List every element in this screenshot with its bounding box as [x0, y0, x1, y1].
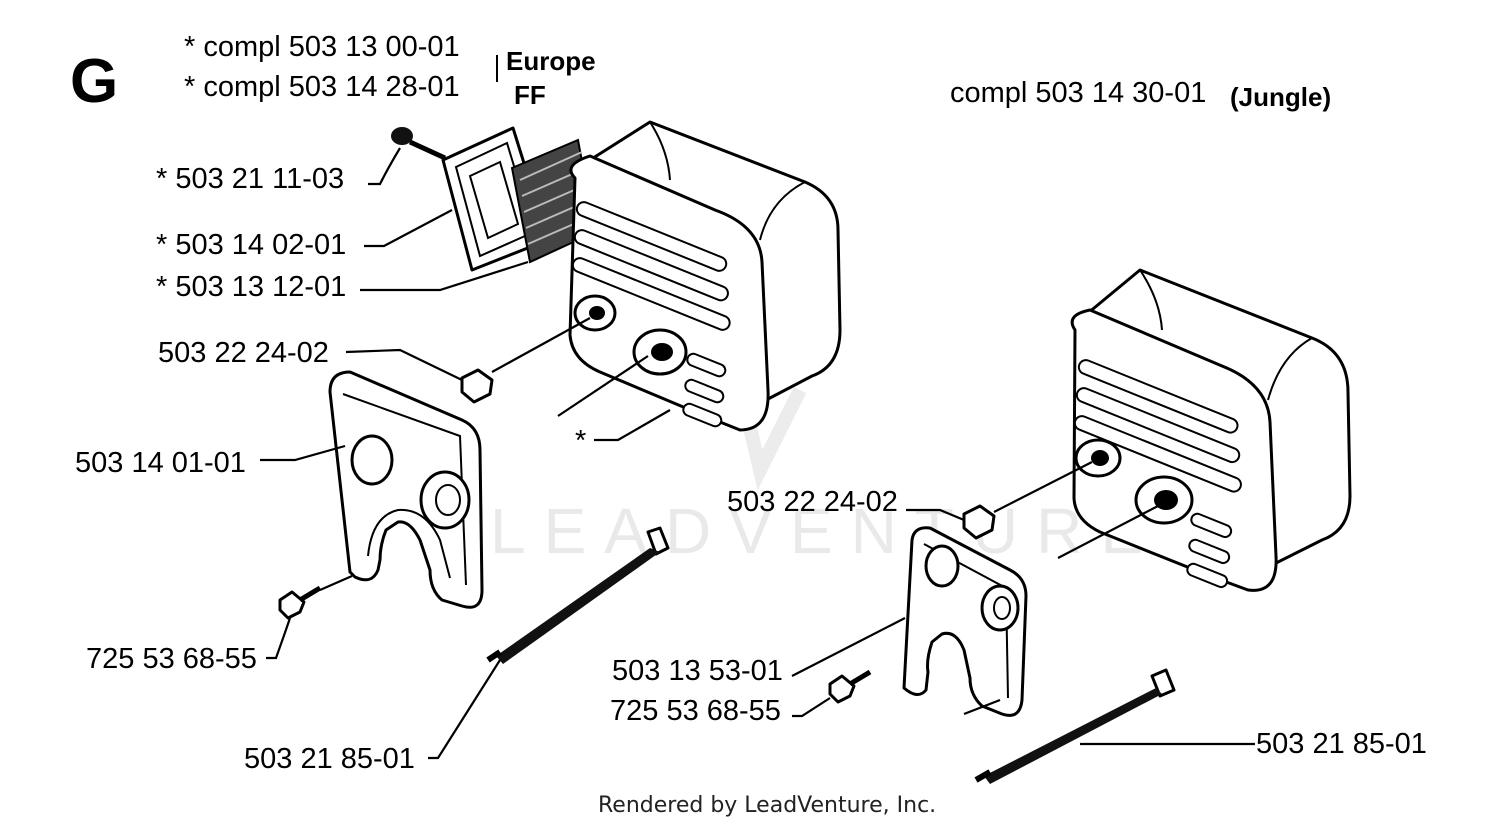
region-label-ff: FF	[514, 80, 546, 110]
nut-part-right	[962, 504, 996, 540]
nut-part-left	[460, 368, 494, 404]
callout-bolt-right: 725 53 68-55	[610, 695, 781, 727]
callout-muffler-body: *	[575, 425, 586, 457]
callout-nut-right: 503 22 24-02	[727, 486, 898, 518]
bolt-part-left	[278, 585, 322, 620]
callout-stud-left: 503 21 85-01	[244, 743, 415, 775]
callout-stud-right: 503 21 85-01	[1256, 728, 1427, 760]
callout-gasket-right: 503 13 53-01	[612, 655, 783, 687]
gasket-part-left	[328, 370, 484, 609]
section-letter: G	[70, 47, 118, 116]
watermark: LEADVENTURE	[490, 298, 1161, 567]
region-label-europe: Europe	[506, 46, 596, 76]
callout-spark-screen: * 503 13 12-01	[156, 271, 346, 303]
gasket-part-right	[902, 526, 1028, 717]
kit-label-3: compl 503 14 30-01	[950, 77, 1206, 109]
bolt-part-right	[828, 669, 872, 704]
watermark-text: LEADVENTURE	[490, 495, 1161, 567]
kit-label-1: * compl 503 13 00-01	[184, 31, 460, 63]
leader-lines-right	[791, 461, 1255, 746]
footer-credit: Rendered by LeadVenture, Inc.	[598, 793, 936, 818]
callout-nut-left: 503 22 24-02	[158, 337, 329, 369]
callout-cover-plate: * 503 14 02-01	[156, 229, 346, 261]
stud-part-right	[974, 668, 1176, 784]
callout-screw: * 503 21 11-03	[156, 163, 344, 195]
kit-label-2: * compl 503 14 28-01	[184, 71, 460, 103]
muffler-body-right	[1070, 268, 1352, 592]
kit-variant-jungle: (Jungle)	[1230, 82, 1331, 112]
stud-part-left	[486, 526, 670, 664]
screw-part	[391, 127, 447, 161]
leader-lines-left	[260, 147, 671, 760]
callout-bolt-left: 725 53 68-55	[86, 643, 257, 675]
callout-gasket-left: 503 14 01-01	[75, 447, 246, 479]
muffler-body-left	[568, 120, 842, 432]
